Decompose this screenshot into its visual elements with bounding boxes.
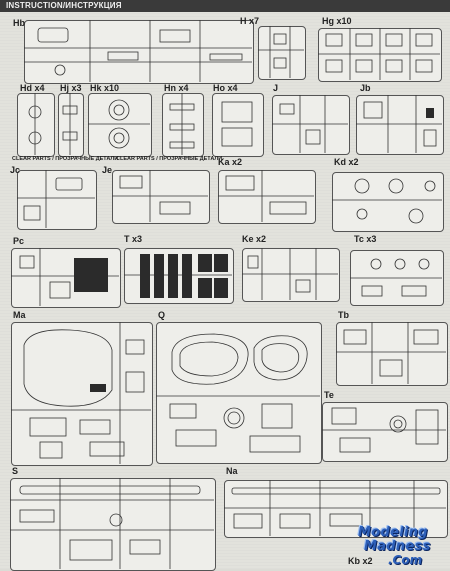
- sprue-ho: [212, 93, 264, 157]
- sprue-hx7: [258, 26, 306, 80]
- sprue-hk: [88, 93, 152, 157]
- label-na: Na: [226, 466, 238, 476]
- watermark-line-2: Madness: [364, 539, 431, 554]
- page-header: INSTRUCTION/ИНСТРУКЦИЯ: [0, 0, 450, 12]
- sprue-s: [10, 478, 216, 571]
- label-hn: Hn x4: [164, 83, 189, 93]
- sprue-je: [112, 170, 210, 224]
- sprue-te: [322, 402, 448, 462]
- sprue-hb: [24, 20, 254, 84]
- label-tc: Tc x3: [354, 234, 377, 244]
- sprue-tb: [336, 322, 448, 386]
- sprue-kd: [332, 172, 444, 232]
- label-ma: Ma: [13, 310, 26, 320]
- label-s: S: [12, 466, 19, 476]
- label-hk: Hk x10: [90, 83, 120, 93]
- label-tb: Tb: [338, 310, 349, 320]
- label-ke: Ke x2: [242, 234, 267, 244]
- label-hj: Hj x3: [60, 83, 82, 93]
- label-pc: Pc: [13, 236, 25, 246]
- label-ka: Ka x2: [218, 157, 243, 167]
- label-jc: Jc: [10, 165, 21, 175]
- label-jb: Jb: [360, 83, 371, 93]
- sprue-jb: [356, 95, 444, 155]
- label-t: T x3: [124, 234, 143, 244]
- label-te: Te: [324, 390, 334, 400]
- sprue-q: [156, 322, 322, 464]
- sprue-j: [272, 95, 350, 155]
- label-hb: Hb: [13, 18, 25, 28]
- sprue-hd: [17, 93, 55, 157]
- label-kd: Kd x2: [334, 157, 359, 167]
- label-q: Q: [158, 310, 166, 320]
- header-title: INSTRUCTION/ИНСТРУКЦИЯ: [6, 1, 122, 10]
- label-j: J: [273, 83, 279, 93]
- label-clear-parts-1: CLEAR PARTS / ПРОЗРАЧНЫЕ ДЕТАЛИ: [12, 156, 119, 162]
- label-hx7: H x7: [240, 16, 260, 26]
- watermark-line-3: .Com: [388, 553, 423, 567]
- watermark-logo: Modeling Madness .Com: [358, 526, 450, 569]
- label-kb: Kb x2: [348, 556, 373, 566]
- label-ho: Ho x4: [213, 83, 238, 93]
- label-je: Je: [102, 165, 113, 175]
- sprue-ka: [218, 170, 316, 224]
- label-hd: Hd x4: [20, 83, 45, 93]
- sprue-ma: [11, 322, 153, 466]
- label-hg: Hg x10: [322, 16, 352, 26]
- label-clear-parts-2: CLEAR PARTS / ПРОЗРАЧНЫЕ ДЕТАЛИ: [116, 156, 223, 162]
- sprue-hj: [58, 93, 84, 157]
- watermark-line-1: Modeling: [358, 525, 428, 540]
